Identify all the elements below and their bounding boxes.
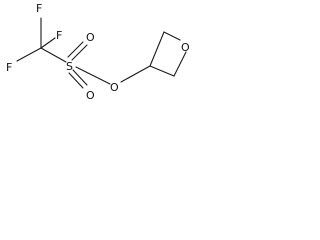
bond-c-f-right <box>40 37 56 49</box>
atom-o-ring: O <box>181 41 190 54</box>
atom-o-ester: O <box>110 81 119 94</box>
bond-ring-c-o-top <box>163 31 181 41</box>
structure-drawing: F F F O S O O O <box>6 2 190 102</box>
bond-s-o-ester <box>75 66 111 85</box>
atom-o-sulfonyl-top: O <box>86 31 95 44</box>
bond-s-o-bottom-a <box>68 72 84 89</box>
bond-ring-o-c-right <box>173 51 187 77</box>
atom-f-top: F <box>36 2 42 15</box>
bond-s-o-bottom-b <box>72 69 88 86</box>
atom-o-sulfonyl-bottom: O <box>86 89 95 102</box>
bond-c-s <box>40 47 67 63</box>
atom-f-left: F <box>6 61 12 74</box>
atom-f-mid-right: F <box>56 29 62 42</box>
atom-s: S <box>66 60 73 73</box>
bond-lines <box>16 17 187 89</box>
bond-o-ester-c <box>120 65 151 83</box>
bond-s-o-top-b <box>71 44 88 61</box>
bond-ring-c-c-bottom <box>149 65 175 77</box>
bond-c-f-left <box>16 47 42 62</box>
bond-ring-c-c-top <box>149 31 165 67</box>
bond-s-o-top-a <box>67 41 84 58</box>
